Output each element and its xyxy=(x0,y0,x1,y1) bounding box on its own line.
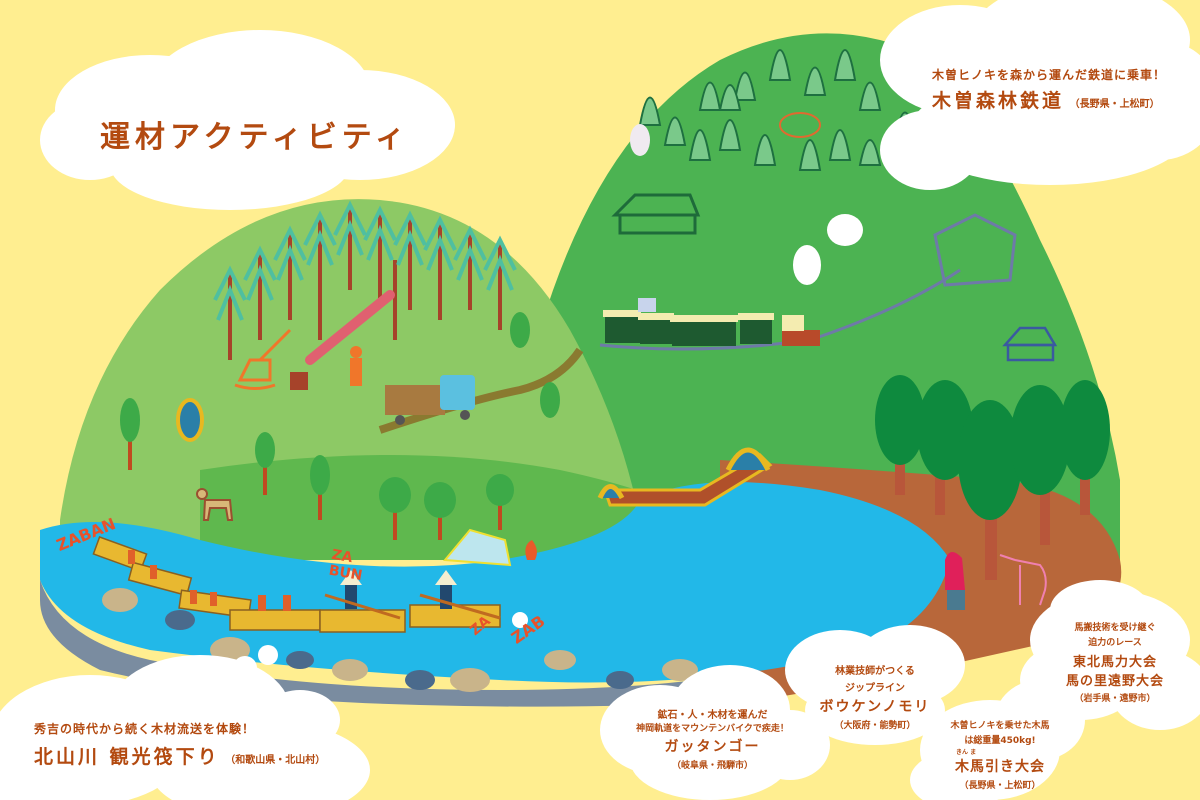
kinma-subtitle-2: は総重量450kg! xyxy=(964,736,1036,746)
zabun-sound: ZA BUN xyxy=(327,546,364,585)
raft-cloud xyxy=(0,655,370,800)
river-stones-blue xyxy=(165,610,634,690)
kinma-location: （長野県・上松町） xyxy=(959,781,1041,791)
gattan-go-callout: 鉱石・人・木材を運んだ 神岡軌道をマウンテンバイクで疾走！ ガッタンゴー （岐阜… xyxy=(630,706,795,771)
kiso-railway-callout: 木曽森林鉄道 （長野県・上松町） xyxy=(932,86,1160,113)
forest-worker xyxy=(350,346,362,386)
bouken-no-mori-location: （大阪府・能勢町） xyxy=(834,721,916,731)
kinma-callout: 木曽ヒノキを乗せた木馬 は総重量450kg! きん ま 木馬引き大会 （長野県・… xyxy=(940,718,1060,791)
stump xyxy=(290,372,308,390)
tohoku-bariki-location: （岩手県・遠野市） xyxy=(1074,694,1156,704)
page-title: 運材アクティビティ xyxy=(100,120,410,155)
girl-red-hood xyxy=(945,551,965,610)
tohoku-bariki-name-1: 東北馬力大会 xyxy=(1072,655,1157,670)
felled-log xyxy=(305,290,395,365)
bariki-cloud xyxy=(1020,580,1200,730)
dense-forest xyxy=(875,375,1110,580)
puff-clouds xyxy=(233,612,528,680)
kitayama-raft-location: （和歌山県・北山村） xyxy=(225,755,326,766)
tunnel-left xyxy=(176,398,204,442)
round-trees xyxy=(120,312,560,540)
bear xyxy=(779,112,821,138)
bouken-no-mori-subtitle-2: ジップライン xyxy=(845,683,905,694)
tohoku-bariki-name-2: 馬の里遠野大会 xyxy=(1065,674,1164,689)
bouken-no-mori-name: ボウケンノモリ xyxy=(819,699,931,715)
deer xyxy=(196,488,234,521)
kiso-railway-location: （長野県・上松町） xyxy=(1069,99,1160,110)
river xyxy=(40,482,950,683)
rafters xyxy=(128,550,501,620)
kiso-railway-name: 木曽森林鉄道 xyxy=(932,90,1065,112)
gattan-go-subtitle-1: 鉱石・人・木材を運んだ xyxy=(657,710,768,721)
forest-train xyxy=(603,298,820,346)
kiso-railway-subtitle: 木曽ヒノキを森から運んだ鉄道に乗車！ xyxy=(932,68,1167,82)
railway-shed xyxy=(933,213,1017,287)
zipline-bridge xyxy=(597,447,773,507)
wolf xyxy=(999,554,1047,606)
cabin xyxy=(1002,326,1058,362)
gattan-go-subtitle-2: 神岡軌道をマウンテンバイクで疾走！ xyxy=(636,724,789,734)
bouken-cloud xyxy=(785,625,965,745)
title-cloud xyxy=(40,30,455,210)
tohoku-bariki-subtitle-1: 馬搬技術を受け継ぐ xyxy=(1074,623,1156,633)
steam xyxy=(630,124,863,285)
cedar-forest xyxy=(213,200,517,360)
kinma-ruby: きん ま xyxy=(956,749,977,756)
kinma-cloud xyxy=(910,680,1085,800)
tent xyxy=(442,528,512,567)
kitayama-raft-name: 北山川 観光筏下り xyxy=(34,746,220,768)
gattan-go-location: （岐阜県・飛騨市） xyxy=(671,761,753,771)
kitayama-raft-subtitle: 秀吉の時代から続く木材流送を体験！ xyxy=(34,722,256,736)
mountain-house xyxy=(611,193,701,235)
kinma-subtitle-1: 木曽ヒノキを乗せた木馬 xyxy=(950,721,1050,731)
meadow xyxy=(200,455,720,560)
logging-truck xyxy=(385,375,475,425)
tohoku-bariki-callout: 馬搬技術を受け継ぐ 迫力のレース 東北馬力大会 馬の里遠野大会 （岩手県・遠野市… xyxy=(1050,620,1180,704)
forestry-machine xyxy=(234,328,292,390)
gattan-cloud xyxy=(600,665,830,800)
railway-cloud xyxy=(880,0,1200,190)
kinma-name: 木馬引き大会 xyxy=(955,759,1045,775)
kitayama-raft-callout: 北山川 観光筏下り （和歌山県・北山村） xyxy=(34,742,325,769)
bouken-no-mori-callout: 林業技師がつくる ジップライン ボウケンノモリ （大阪府・能勢町） xyxy=(810,662,940,731)
gattan-go-name: ガッタンゴー xyxy=(664,739,761,755)
bouken-no-mori-subtitle-1: 林業技師がつくる xyxy=(835,666,915,677)
campfire xyxy=(525,540,537,560)
tohoku-bariki-subtitle-2: 迫力のレース xyxy=(1088,638,1142,648)
logging-road xyxy=(378,347,584,434)
